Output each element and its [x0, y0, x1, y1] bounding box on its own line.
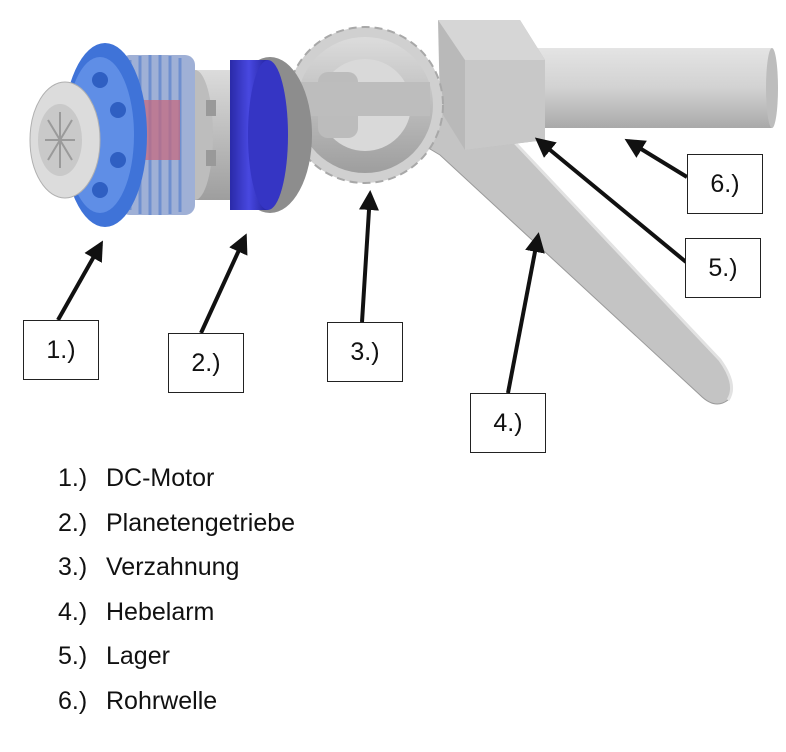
arrow-5: [534, 137, 688, 264]
planetary-gearbox: [177, 57, 312, 213]
dc-motor: [29, 43, 195, 227]
shaft: [290, 82, 430, 116]
label-2: 2.): [168, 333, 244, 393]
arrow-3: [359, 190, 379, 323]
legend-list: 1.)DC-Motor 2.)Planetengetriebe 3.)Verza…: [58, 456, 295, 723]
arrow-1: [56, 240, 103, 321]
legend-item: 1.)DC-Motor: [58, 464, 215, 492]
legend-item: 4.)Hebelarm: [58, 597, 215, 626]
legend-item: 2.)Planetengetriebe: [58, 508, 296, 537]
label-6: 6.): [687, 154, 763, 214]
legend-item: 3.)Verzahnung: [58, 553, 240, 581]
mechanism-illustration: [29, 20, 778, 405]
arrow-6: [624, 138, 689, 179]
label-3: 3.): [327, 322, 403, 382]
bearing-block: [438, 20, 545, 150]
label-5: 5.): [685, 238, 761, 298]
tube-shaft: [520, 48, 778, 128]
legend-item: 6.)Rohrwelle: [58, 686, 218, 715]
lever-arm: [414, 74, 734, 405]
label-4: 4.): [470, 393, 546, 453]
label-1: 1.): [23, 320, 99, 380]
arrow-4: [506, 232, 545, 394]
legend-item: 5.)Lager: [58, 642, 170, 670]
arrow-2: [199, 233, 248, 334]
